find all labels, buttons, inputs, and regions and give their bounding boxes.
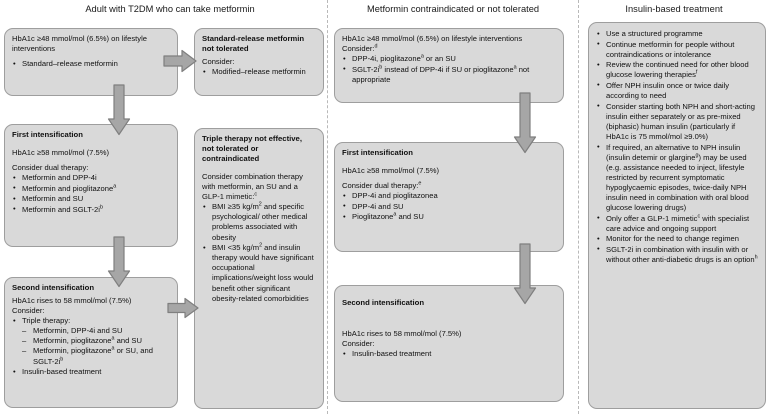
second-intensification-mid-consider: Consider: <box>342 339 375 349</box>
arrow-first-to-second-intensification <box>107 236 131 288</box>
list-item: BMI ≥35 kg/m2 and specific psychological… <box>202 202 316 242</box>
list-item: Metformin and pioglitazonea <box>12 183 170 194</box>
list-item: DPP-4i and SU <box>342 201 556 212</box>
box-contraindicated-initial[interactable]: HbA1c ≥48 mmol/mol (6.5%) on lifestyle i… <box>334 28 564 103</box>
std-not-tolerated-consider: Consider: <box>202 57 235 66</box>
list-item: Metformin and DPP-4i <box>12 173 170 183</box>
triple-therapy-intro: Consider combination therapy with metfor… <box>202 172 303 202</box>
second-intensification-mid-hba1c: HbA1c rises to 58 mmol/mol (7.5%) <box>342 329 462 338</box>
sub-list-item: Metformin, pioglitazonea or SU, and SGLT… <box>22 346 170 366</box>
column-header-metformin-ok: Adult with T2DM who can take metformin <box>85 4 255 14</box>
insulin-panel-bullets: Use a structured programmeContinue metfo… <box>596 28 758 265</box>
box-second-intensification-left[interactable]: Second intensification HbA1c rises to 58… <box>4 277 178 408</box>
first-intensification-left-bullets: Metformin and DPP-4iMetformin and piogli… <box>12 173 170 215</box>
first-intensification-mid-consider: Consider dual therapy:e <box>342 180 422 191</box>
column-header-metformin-contraindicated: Metformin contraindicated or not tolerat… <box>366 4 540 14</box>
first-intensification-mid-hba1c: HbA1c ≥58 mmol/mol (7.5%) <box>342 166 440 175</box>
list-item: Triple therapy:Metformin, DPP-4i and SUM… <box>12 316 170 366</box>
list-item: Insulin-based treatment <box>342 349 556 359</box>
second-intensification-left-hba1c: HbA1c rises to 58 mmol/mol (7.5%) <box>12 296 132 305</box>
box-triple-therapy-not-effective[interactable]: Triple therapy not effective, not tolera… <box>194 128 324 409</box>
list-item: Insulin-based treatment <box>12 367 170 377</box>
list-item: Modified–release metformin <box>202 67 316 77</box>
triple-therapy-title: Triple therapy not effective, not tolera… <box>202 134 302 163</box>
std-not-tolerated-bullets: Modified–release metformin <box>202 67 316 77</box>
list-item: If required, an alternative to NPH insul… <box>596 142 758 214</box>
arrow-initial-to-std-not-tolerated <box>163 49 197 73</box>
contra-initial-bullets: DPP-4i, pioglitazonea or an SUSGLT-2ib i… <box>342 54 556 85</box>
contra-initial-hba1c: HbA1c ≥48 mmol/mol (6.5%) on lifestyle i… <box>342 34 523 43</box>
list-item: Review the continued need for other bloo… <box>596 60 758 80</box>
initial-therapy-bullets: Standard–release metformin <box>12 59 170 69</box>
sub-list-item: Metformin, DPP-4i and SU <box>22 326 170 336</box>
list-item: Continue metformin for people without co… <box>596 39 758 60</box>
sub-list-item: Metformin, pioglitazonea and SU <box>22 336 170 346</box>
box-initial-therapy[interactable]: HbA1c ≥48 mmol/mol (6.5%) on lifestyle i… <box>4 28 178 96</box>
box-second-intensification-mid[interactable]: Second intensification HbA1c rises to 58… <box>334 285 564 402</box>
second-intensification-mid-bullets: Insulin-based treatment <box>342 349 556 359</box>
second-intensification-mid-title: Second intensification <box>342 298 425 307</box>
arrow-initial-to-first-intensification <box>107 84 131 136</box>
list-item: BMI <35 kg/m2 and insulin therapy would … <box>202 243 316 304</box>
box-first-intensification-mid[interactable]: First intensification HbA1c ≥58 mmol/mol… <box>334 142 564 252</box>
column-divider-left <box>327 0 328 414</box>
list-item: Standard–release metformin <box>12 59 170 69</box>
column-divider-right <box>578 0 579 414</box>
arrow-second-intensification-to-triple-therapy <box>167 297 199 319</box>
sub-list: Metformin, DPP-4i and SUMetformin, piogl… <box>22 326 170 366</box>
list-item: Metformin and SGLT-2ib <box>12 204 170 215</box>
first-intensification-left-hba1c: HbA1c ≥58 mmol/mol (7.5%) <box>12 148 110 157</box>
box-standard-release-not-tolerated[interactable]: Standard-release metformin not tolerated… <box>194 28 324 96</box>
first-intensification-left-title: First intensification <box>12 130 83 139</box>
column-header-insulin: Insulin-based treatment <box>625 4 723 14</box>
list-item: Monitor for the need to change regimen <box>596 234 758 244</box>
initial-therapy-hba1c: HbA1c ≥48 mmol/mol (6.5%) on lifestyle i… <box>12 34 147 54</box>
std-not-tolerated-title: Standard-release metformin not tolerated <box>202 34 305 53</box>
list-item: Metformin and SU <box>12 194 170 204</box>
box-first-intensification-left[interactable]: First intensification HbA1c ≥58 mmol/mol… <box>4 124 178 247</box>
list-item: Only offer a GLP-1 mimeticc with special… <box>596 213 758 234</box>
first-intensification-left-consider: Consider dual therapy: <box>12 163 89 173</box>
list-item: DPP-4i and pioglitazonea <box>342 191 556 201</box>
first-intensification-mid-bullets: DPP-4i and pioglitazoneaDPP-4i and SUPio… <box>342 191 556 222</box>
list-item: Consider starting both NPH and short-act… <box>596 101 758 142</box>
list-item: DPP-4i, pioglitazonea or an SU <box>342 54 556 64</box>
arrow-contra-initial-to-first-intensification <box>513 92 537 154</box>
contra-initial-consider: Consider:d <box>342 43 378 54</box>
list-item: Pioglitazonea and SU <box>342 212 556 222</box>
second-intensification-left-bullets: Triple therapy:Metformin, DPP-4i and SUM… <box>12 316 170 377</box>
triple-therapy-bullets: BMI ≥35 kg/m2 and specific psychological… <box>202 202 316 303</box>
list-item: SGLT-2i in combination with insulin with… <box>596 244 758 265</box>
box-insulin-based-treatment[interactable]: Use a structured programmeContinue metfo… <box>588 22 766 409</box>
arrow-contra-first-to-second-intensification <box>513 243 537 305</box>
first-intensification-mid-title: First intensification <box>342 148 413 157</box>
list-item: SGLT-2ib instead of DPP-4i if SU or piog… <box>342 64 556 85</box>
second-intensification-left-title: Second intensification <box>12 283 95 292</box>
list-item: Offer NPH insulin once or twice daily ac… <box>596 80 758 101</box>
second-intensification-left-consider: Consider: <box>12 306 45 316</box>
list-item: Use a structured programme <box>596 28 758 39</box>
